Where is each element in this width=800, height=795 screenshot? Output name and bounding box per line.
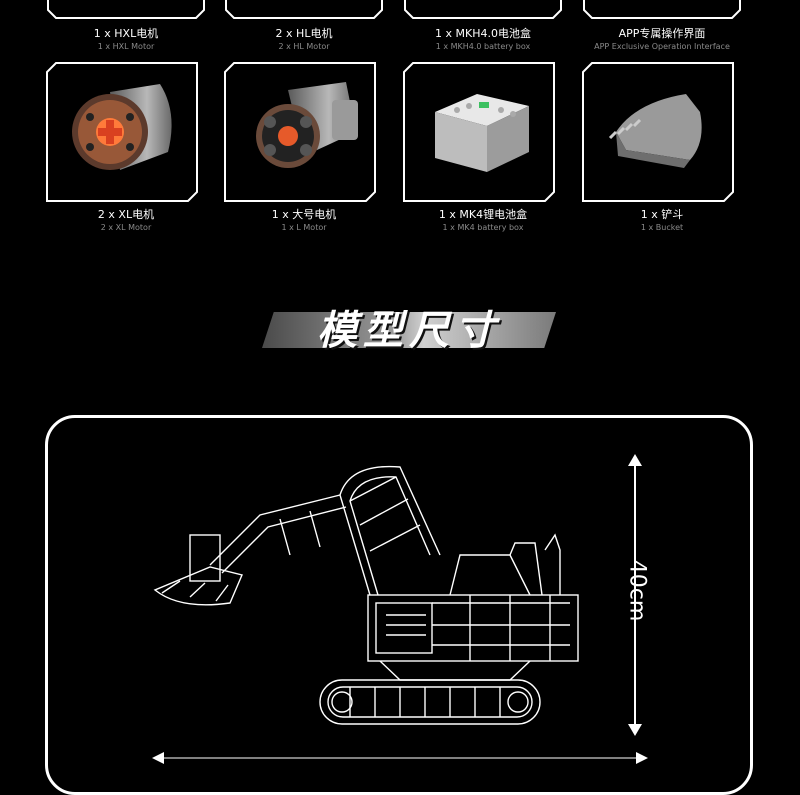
label-en: 1 x HXL Motor — [97, 42, 155, 51]
top-card-frame — [225, 0, 383, 19]
top-label-3: 1 x MKH4.0电池盒 1 x MKH4.0 battery box — [388, 27, 578, 52]
label-cn: 2 x XL电机 — [97, 208, 155, 221]
mid-label-4: 1 x 铲斗 1 x Bucket — [567, 208, 757, 233]
height-arrow-icon — [628, 454, 642, 736]
title-banner — [262, 312, 556, 348]
bucket-icon — [608, 94, 702, 168]
xl-motor-icon — [72, 84, 172, 170]
card-bucket — [582, 62, 734, 202]
height-dimension: 40cm — [620, 559, 660, 622]
card-frame — [46, 62, 198, 202]
card-frame — [403, 62, 555, 202]
card-l-motor — [224, 62, 376, 202]
l-motor-icon — [256, 82, 358, 168]
top-label-4: APP专属操作界面 APP Exclusive Operation Interf… — [567, 27, 757, 52]
label-cn: APP专属操作界面 — [618, 27, 706, 40]
top-label-1: 1 x HXL电机 1 x HXL Motor — [31, 27, 221, 52]
battery-box-icon — [435, 94, 529, 172]
card-frame — [224, 62, 376, 202]
top-label-2: 2 x HL电机 2 x HL Motor — [209, 27, 399, 52]
label-en: 1 x L Motor — [281, 223, 327, 232]
label-cn: 1 x 大号电机 — [271, 208, 337, 221]
label-cn: 1 x MKH4.0电池盒 — [435, 27, 531, 40]
card-frame — [582, 62, 734, 202]
mid-label-3: 1 x MK4锂电池盒 1 x MK4 battery box — [388, 208, 578, 233]
label-cn: 1 x MK4锂电池盒 — [438, 208, 528, 221]
label-en: 1 x Bucket — [640, 223, 684, 232]
label-en: 2 x XL Motor — [100, 223, 152, 232]
top-card-frame — [583, 0, 741, 19]
top-card-frame — [47, 0, 205, 19]
card-battery-box — [403, 62, 555, 202]
height-label: 40cm — [624, 559, 650, 622]
label-en: 1 x MK4 battery box — [442, 223, 524, 232]
width-arrow-icon — [152, 752, 648, 764]
label-en: 2 x HL Motor — [278, 42, 330, 51]
card-xl-motor — [46, 62, 198, 202]
label-cn: 1 x HXL电机 — [93, 27, 159, 40]
section-title-text: 模型尺寸 — [317, 308, 501, 354]
top-card-frame — [404, 0, 562, 19]
excavator-wireframe-icon — [153, 465, 579, 725]
label-cn: 2 x HL电机 — [275, 27, 333, 40]
mid-label-2: 1 x 大号电机 1 x L Motor — [209, 208, 399, 233]
label-cn: 1 x 铲斗 — [640, 208, 684, 221]
mid-label-1: 2 x XL电机 2 x XL Motor — [31, 208, 221, 233]
section-title: 模型尺寸 — [262, 308, 556, 354]
label-en: 1 x MKH4.0 battery box — [435, 42, 531, 51]
label-en: APP Exclusive Operation Interface — [594, 42, 730, 51]
